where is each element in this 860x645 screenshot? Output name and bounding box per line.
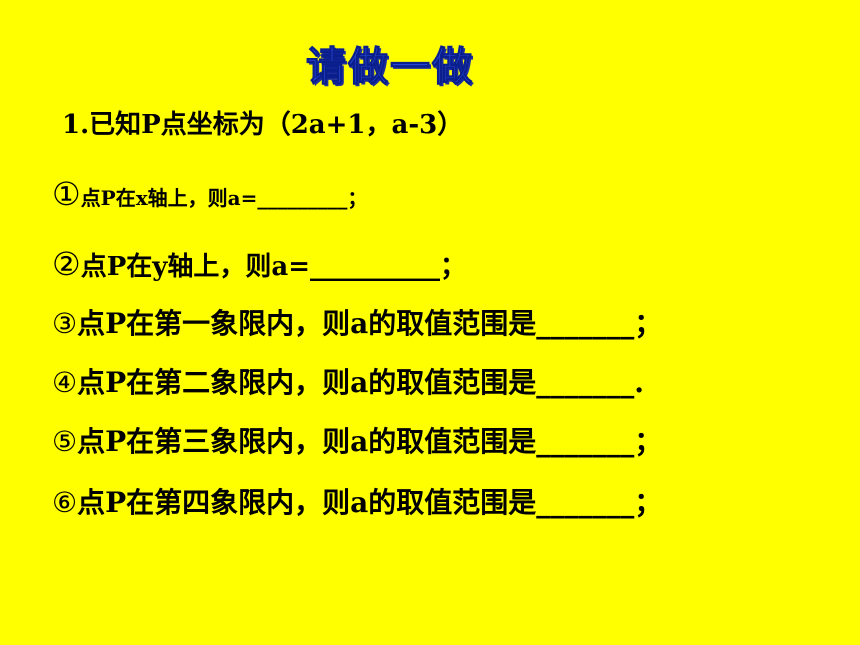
question-6-text: 点P在第四象限内，则a的取值范围是_______； — [77, 486, 663, 519]
question-1-number: ① — [52, 175, 81, 213]
question-6: ⑥点P在第四象限内，则a的取值范围是_______； — [52, 489, 662, 517]
question-2-number: ② — [52, 245, 81, 283]
question-4-number: ④ — [52, 366, 78, 399]
question-6-number: ⑥ — [52, 486, 78, 519]
question-5: ⑤点P在第三象限内，则a的取值范围是_______； — [52, 428, 662, 456]
question-1-text: 点P在x轴上，则a=_________； — [80, 186, 368, 210]
question-4-text: 点P在第二象限内，则a的取值范围是_______. — [77, 366, 645, 399]
problem-statement: 1.已知P点坐标为（2a+1，a-3） — [62, 110, 464, 140]
question-3-text: 点P在第一象限内，则a的取值范围是_______； — [77, 307, 663, 340]
question-5-text: 点P在第三象限内，则a的取值范围是_______； — [77, 425, 663, 458]
question-2-text: 点P在y轴上，则a=__________； — [80, 252, 466, 282]
slide-title: 请做一做 — [306, 44, 474, 91]
question-3-number: ③ — [52, 307, 78, 340]
question-4: ④点P在第二象限内，则a的取值范围是_______. — [52, 369, 644, 397]
question-2: ②点P在y轴上，则a=__________； — [52, 248, 466, 280]
question-3: ③点P在第一象限内，则a的取值范围是_______； — [52, 310, 662, 338]
question-1: ①点P在x轴上，则a=_________； — [52, 178, 367, 210]
question-5-number: ⑤ — [52, 425, 78, 458]
